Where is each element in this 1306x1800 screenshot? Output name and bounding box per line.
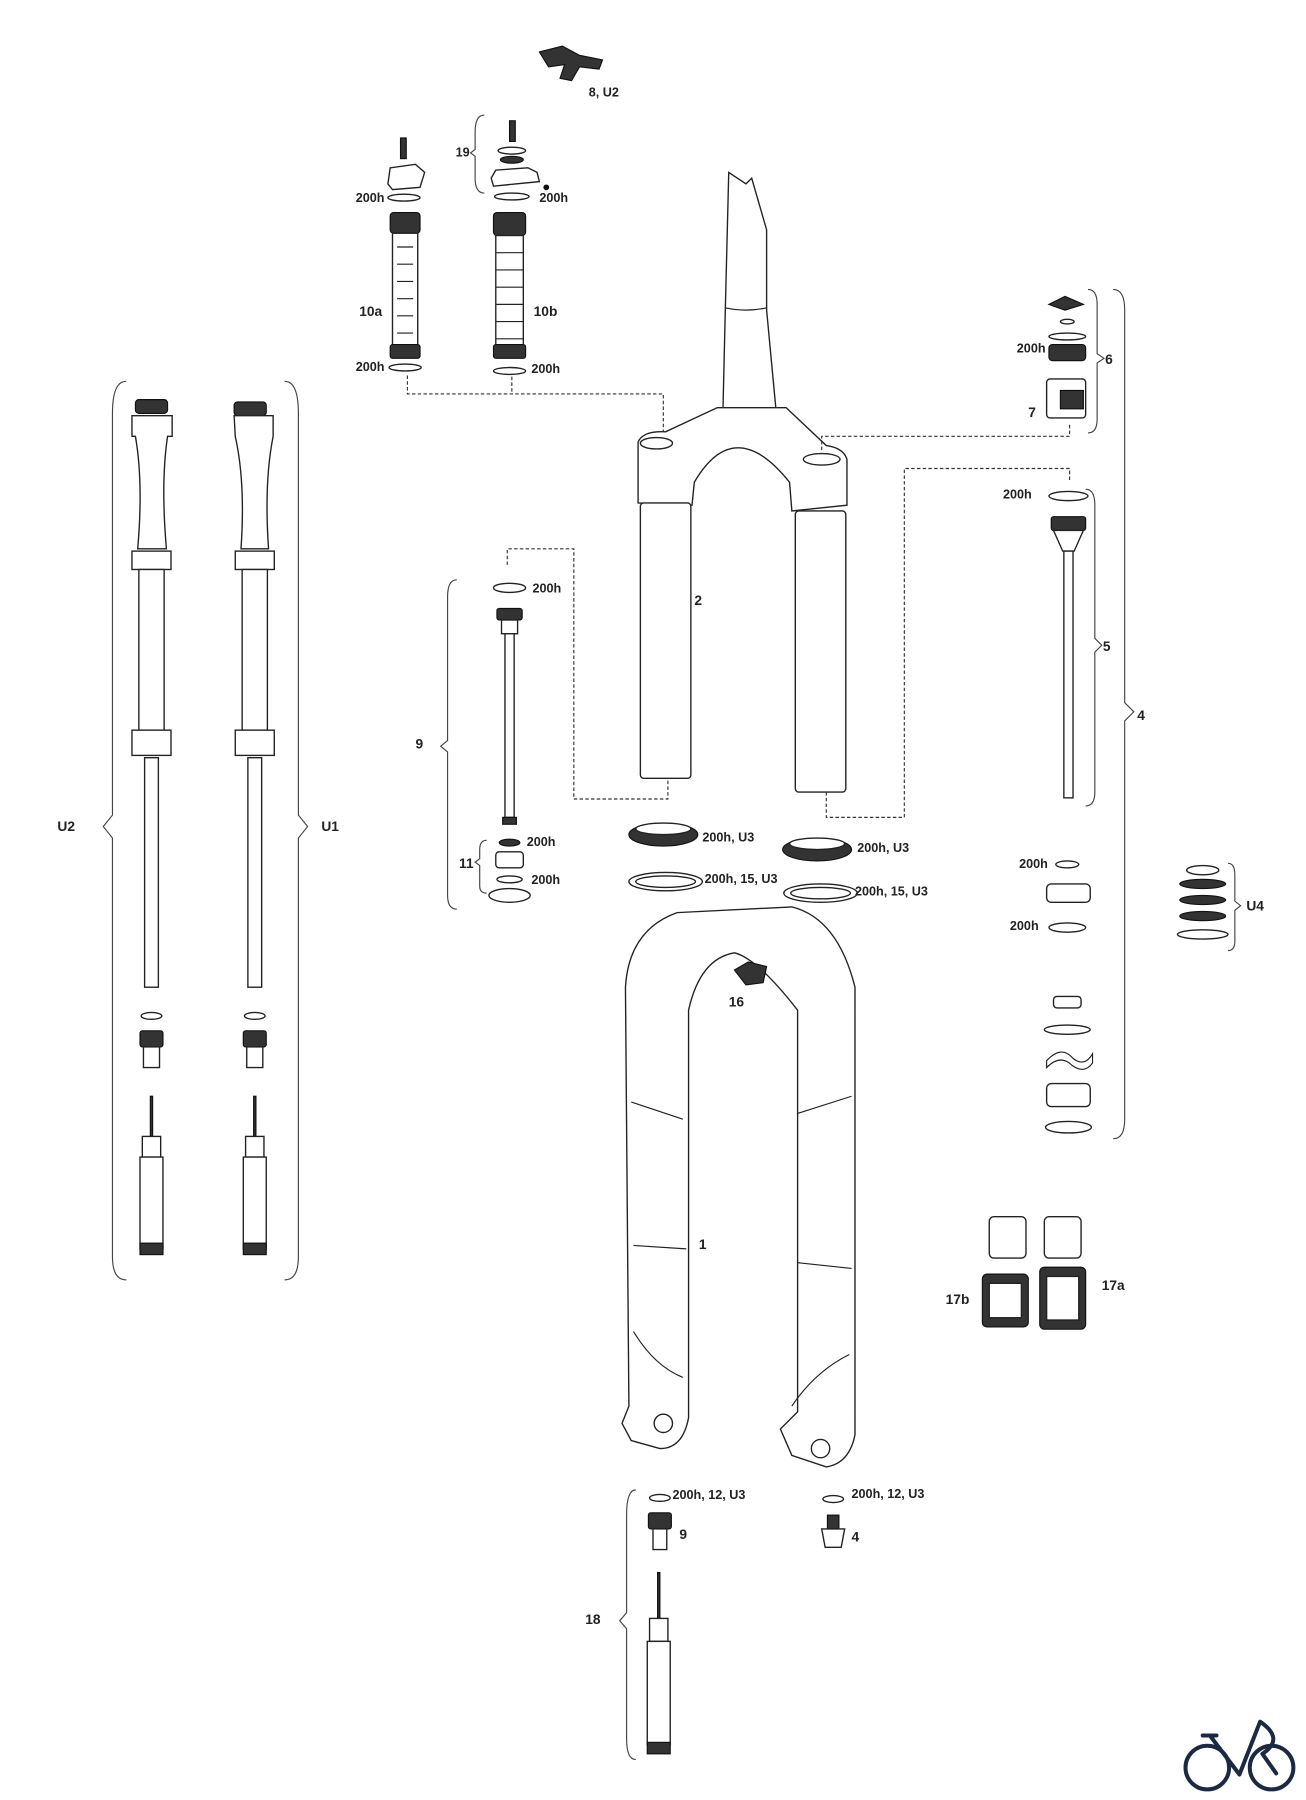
part-u1-damper-cartridge [233,401,275,1256]
label-4-assembly: 4 [1137,708,1145,723]
part-7-knob [1045,378,1087,419]
bracket-18 [618,1489,636,1761]
label-6: 6 [1105,352,1113,367]
part-u2-damper-cartridge [131,399,173,1256]
label-9-assembly: 9 [415,737,423,752]
part-dust-seal-left [628,822,704,892]
label-200h-5: 200h [1003,487,1032,501]
bracket-u2 [102,380,127,1281]
bracket-9 [439,579,457,910]
label-seal-left: 200h, U3 [702,830,754,844]
bracket-4 [1113,288,1135,1140]
label-1: 1 [699,1237,707,1252]
label-10a: 10a [359,304,382,319]
label-u4: U4 [1246,898,1264,913]
bracket-11 [474,839,487,894]
leader-line-7 [821,422,1071,451]
part-10a-top-cap [387,137,426,202]
label-200h-10a-bottom: 200h [356,360,385,374]
part-6-top-cap [1047,295,1087,362]
part-9-bottom-bolt [647,1493,672,1551]
bracket-5 [1085,488,1103,807]
label-200h-4a: 200h [1019,857,1048,871]
bracket-6-7 [1087,288,1106,434]
part-u4-seal-kit [1176,864,1229,940]
part-10a-air-spring [388,211,422,372]
label-200h-10b-top: 200h [539,191,568,205]
part-dust-seal-right [782,837,858,903]
label-2: 2 [694,593,702,608]
label-17a: 17a [1102,1278,1125,1293]
label-18: 18 [585,1612,601,1627]
leader-line-9 [506,548,669,800]
part-5-damper [1048,490,1089,799]
label-ring-left: 200h, 15, U3 [705,872,778,886]
label-200h-11a: 200h [527,835,556,849]
label-19: 19 [456,145,470,159]
label-200h-10b-bottom: 200h [531,362,560,376]
part-10b-air-spring [492,211,527,376]
leader-line-10 [406,375,664,437]
label-7: 7 [1028,405,1036,420]
label-u2: U2 [57,819,75,834]
part-4-bottom-bolt [820,1494,846,1548]
label-ring-right: 200h, 15, U3 [855,884,928,898]
leader-line-5 [825,467,1071,818]
label-11: 11 [459,856,474,871]
label-4-bolt: 4 [852,1530,860,1545]
part-4-rebound-stack [1043,860,1094,1134]
label-5: 5 [1103,639,1111,654]
bracket-u1 [284,380,309,1281]
label-bolt-right: 200h, 12, U3 [852,1487,925,1501]
label-9-bolt: 9 [679,1527,687,1542]
label-8-u2: 8, U2 [589,86,619,100]
part-1-lower-legs [621,906,856,1468]
part-11-seals [488,838,531,903]
part-9-air-shaft [492,582,527,825]
label-200h-11b: 200h [531,873,560,887]
label-16: 16 [729,995,745,1010]
label-seal-right: 200h, U3 [857,841,909,855]
label-bolt-left: 200h, 12, U3 [673,1488,746,1502]
label-10b: 10b [534,304,558,319]
bracket-19 [469,114,485,194]
label-200h-10a-top: 200h [356,191,385,205]
label-200h-9: 200h [532,581,561,595]
part-18-rebound-rod [646,1571,671,1755]
label-200h-4b: 200h [1010,919,1039,933]
label-17b: 17b [946,1292,970,1307]
label-u1: U1 [321,819,339,834]
bracket-u4 [1227,862,1242,952]
part-8-remote-lever [538,45,604,82]
part-19-cap [490,120,550,201]
bicycle-logo-icon [1183,1719,1296,1792]
part-17a-bushing [1039,1216,1087,1330]
label-200h-6: 200h [1017,342,1046,356]
part-17b-bushing [981,1216,1029,1328]
part-2-crown-steerer-uppers [637,171,848,793]
